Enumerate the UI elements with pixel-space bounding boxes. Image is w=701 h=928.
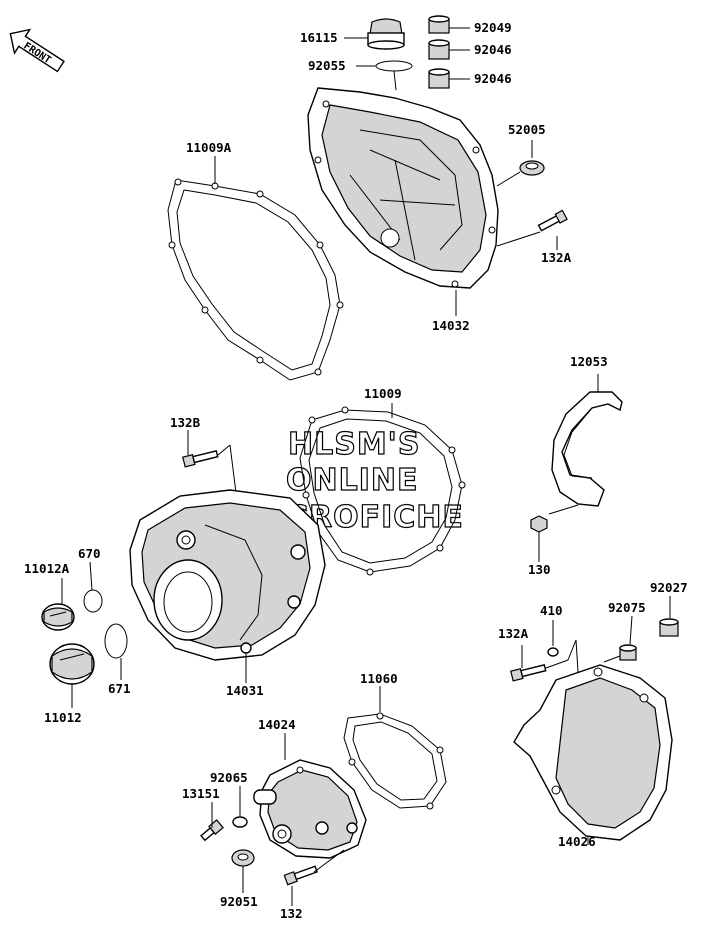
bolt-132b — [182, 450, 219, 468]
label-11060: 11060 — [360, 671, 398, 686]
label-11009a: 11009A — [186, 140, 232, 155]
washer-410 — [547, 647, 559, 657]
label-11012: 11012 — [44, 710, 82, 725]
bolt-132a-low — [510, 664, 547, 682]
label-11009: 11009 — [364, 386, 402, 401]
bushing-92049 — [428, 15, 450, 34]
bushing-92046-b — [428, 68, 450, 89]
label-11012a: 11012A — [24, 561, 70, 576]
label-132a-low: 132A — [498, 626, 529, 641]
label-14024: 14024 — [258, 717, 296, 732]
o-ring-92065 — [232, 816, 248, 828]
label-410: 410 — [540, 603, 563, 618]
bolt-130 — [530, 515, 548, 533]
label-132b: 132B — [170, 415, 201, 430]
label-52005: 52005 — [508, 122, 546, 137]
plug-11012 — [49, 643, 95, 685]
label-130: 130 — [528, 562, 551, 577]
gasket-11009 — [299, 406, 466, 576]
o-ring-671 — [104, 623, 128, 659]
o-ring-670 — [83, 589, 103, 613]
secondary-cover — [253, 759, 367, 859]
watermark-line-1: HLSM'S — [288, 427, 420, 462]
bushing-92046-a — [428, 39, 450, 60]
label-92051: 92051 — [220, 894, 258, 909]
gasket-11060 — [343, 712, 447, 810]
generator-cover — [129, 489, 326, 661]
grommet-92027 — [659, 618, 679, 637]
label-92075: 92075 — [608, 600, 646, 615]
bolt-132 — [283, 865, 318, 886]
label-14032: 14032 — [432, 318, 470, 333]
label-16115: 16115 — [300, 30, 338, 45]
sensor-13151 — [200, 819, 224, 842]
o-ring — [375, 60, 413, 72]
label-92046-b: 92046 — [474, 71, 512, 86]
clutch-cover — [307, 87, 499, 289]
label-14026: 14026 — [558, 834, 596, 849]
chain-guard — [551, 391, 623, 507]
label-92049: 92049 — [474, 20, 512, 35]
label-13151: 13151 — [182, 786, 220, 801]
front-arrow-icon: FRONT — [9, 28, 65, 73]
plug-11012a — [41, 603, 75, 631]
seal-92051 — [231, 849, 255, 867]
label-92055: 92055 — [308, 58, 346, 73]
bolt-132a-top — [537, 209, 568, 232]
label-12053: 12053 — [570, 354, 608, 369]
oil-filler-cap — [367, 18, 405, 50]
label-92065: 92065 — [210, 770, 248, 785]
label-671: 671 — [108, 681, 131, 696]
sprocket-cover — [513, 664, 673, 841]
label-14031: 14031 — [226, 683, 264, 698]
gasket-11009a — [167, 178, 344, 381]
oil-seal — [519, 160, 545, 176]
label-132a-top: 132A — [541, 250, 572, 265]
label-92046-a: 92046 — [474, 42, 512, 57]
label-670: 670 — [78, 546, 101, 561]
collar-92075 — [619, 644, 637, 661]
label-132: 132 — [280, 906, 303, 921]
label-92027: 92027 — [650, 580, 688, 595]
watermark-line-2: ONLINE — [286, 463, 419, 498]
